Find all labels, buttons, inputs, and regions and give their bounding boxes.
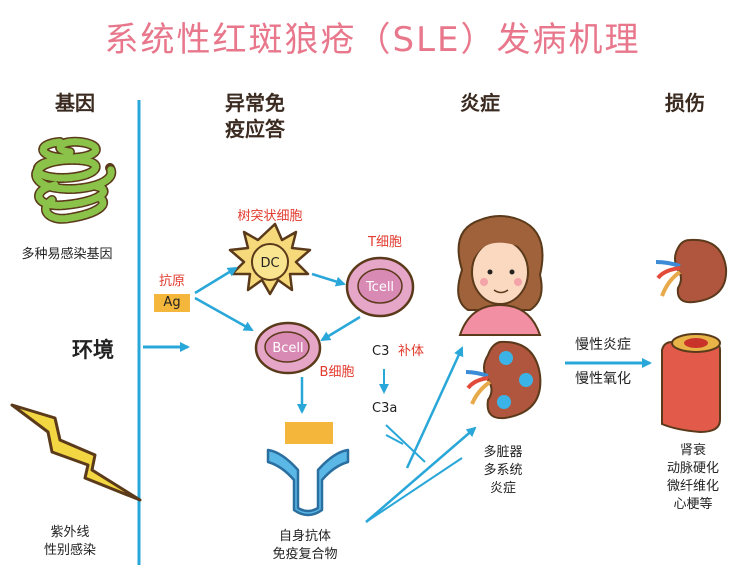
organ-line2: 多系统 [483,463,523,478]
column-heading-immune: 异常免 疫应答 [205,90,305,142]
damage-line2: 动脉硬化 [666,461,719,476]
complement-label: 补体 [398,344,425,359]
gene-coil-icon [31,136,117,224]
antigen-label: 抗原 [158,274,185,289]
dc-to-tcell-arrow [311,272,346,287]
artery-icon [661,333,721,434]
lightning-icon [10,403,142,502]
column-heading-gene: 基因 [55,91,95,115]
environment-label: 环境 [72,338,114,362]
damage-line4: 心梗等 [673,497,713,512]
organ-line1: 多脏器 [483,445,523,460]
damage-line3: 微纤维化 [666,479,719,494]
c3a-label: C3a [372,401,398,416]
t-cell-label: T细胞 [368,235,402,250]
t-cell-icon: Tcell [345,256,415,318]
c3a-line-b [385,434,404,445]
organ-inflammation-label: 多脏器 多系统 炎症 [468,444,538,498]
immune-complex-line1: 自身抗体 [278,529,331,544]
chronic-inflammation-label: 慢性炎症 [575,337,631,353]
env-factor-sex-infection: 性别感染 [43,543,96,558]
antigen-to-dc-arrow [194,266,238,295]
c3-label: C3 [372,344,390,359]
gene-label: 多种易感染基因 [21,247,113,262]
env-factor-uv: 紫外线 [50,525,90,540]
column-heading-immune-line2: 疫应答 [225,117,285,141]
antigen-to-bcell-arrow [194,296,254,332]
column-heading-inflammation: 炎症 [460,91,500,115]
b-cell-text: Bcell [272,341,303,356]
to-person-arrow [405,346,464,469]
complex-line [365,457,463,523]
page-title: 系统性红斑狼疮（SLE）发病机理 [104,20,641,60]
b-cell-label: B细胞 [319,365,355,380]
antigen-box: Ag [154,294,190,312]
dc-cell-text: DC [260,256,279,271]
inflamed-kidney-icon [465,340,542,420]
dendritic-cell-label: 树突状细胞 [237,209,303,224]
column-heading-immune-line1: 异常免 [225,91,285,115]
antibody-complex-icon [266,422,350,517]
dendritic-cell-icon: DC [228,222,312,296]
patient-icon [457,215,544,336]
damage-outcomes-label: 肾衰 动脉硬化 微纤维化 心梗等 [648,442,738,514]
env-factors-label: 紫外线 性别感染 [30,524,110,560]
damage-line1: 肾衰 [679,443,706,458]
b-cell-icon: Bcell [254,321,322,375]
c3a-line-a [385,424,426,463]
t-cell-text: Tcell [365,280,394,295]
tcell-to-bcell-arrow [320,315,361,342]
column-heading-damage: 损伤 [665,91,705,115]
chronic-oxidation-label: 慢性氧化 [575,371,631,387]
damaged-kidney-icon [655,238,728,304]
to-organ-arrow [365,426,477,523]
organ-line3: 炎症 [489,481,516,496]
immune-complex-label: 自身抗体 免疫复合物 [255,528,355,564]
immune-complex-line2: 免疫复合物 [272,547,338,562]
